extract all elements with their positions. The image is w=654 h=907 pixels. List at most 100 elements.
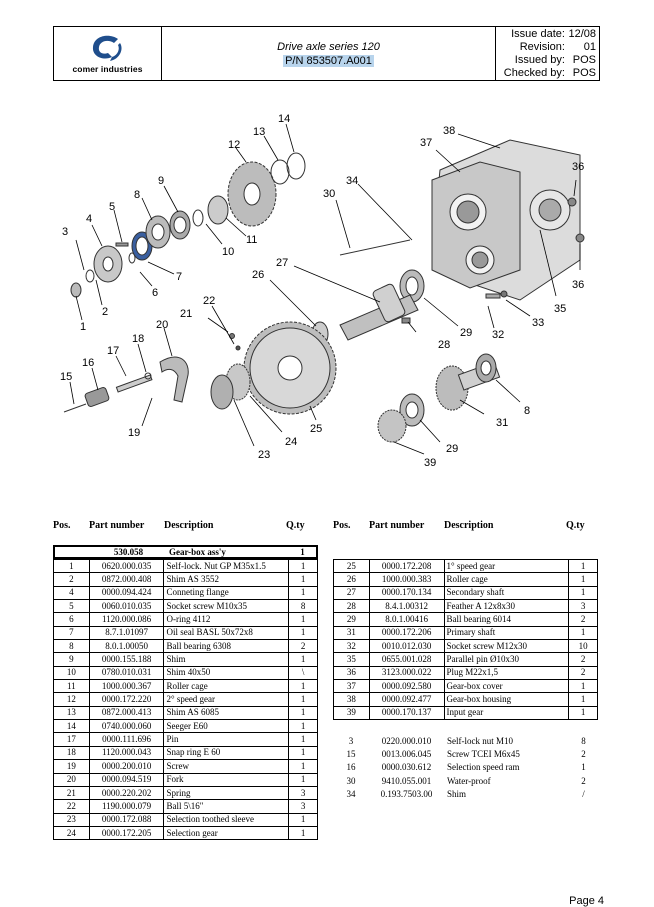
row-description: Spring bbox=[163, 785, 290, 801]
row-qty: 1 bbox=[288, 812, 318, 827]
row-part-number: 3123.000.022 bbox=[368, 665, 445, 681]
callout-16: 16 bbox=[82, 357, 94, 369]
row-pos: 16 bbox=[346, 762, 356, 773]
row-part-number: 8.4.1.00312 bbox=[368, 599, 445, 614]
assembly-row: 530.058 Gear-box ass'y 1 bbox=[53, 545, 318, 559]
col-desc-right: Description bbox=[444, 520, 494, 531]
row-description: Seeger E60 bbox=[163, 719, 290, 734]
row-part-number: 0000.172.206 bbox=[368, 625, 445, 641]
row-part-number: 1120.000.086 bbox=[88, 612, 165, 627]
callout-34: 34 bbox=[346, 175, 358, 187]
row-description: Parallel pin Ø10x30 bbox=[443, 652, 570, 667]
callout-31: 31 bbox=[496, 417, 508, 429]
issue-date-value: 12/08 bbox=[568, 27, 596, 40]
row-description: Water-proof bbox=[447, 775, 491, 786]
issued-by-label: Issued by: bbox=[514, 53, 565, 66]
row-description: Roller cage bbox=[163, 679, 290, 694]
callout-22: 22 bbox=[203, 295, 215, 307]
row-pos: 25 bbox=[333, 558, 370, 574]
row-pos: 8 bbox=[53, 639, 90, 654]
row-part-number: 0000.172.220 bbox=[88, 692, 165, 707]
row-description: Shim bbox=[447, 789, 467, 800]
callout-12: 12 bbox=[228, 139, 240, 151]
row-part-number: 0872.000.413 bbox=[88, 705, 165, 721]
row-description: Selection gear bbox=[163, 825, 290, 841]
col-pn-right: Part number bbox=[369, 520, 425, 531]
callout-28: 28 bbox=[438, 339, 450, 351]
assembly-part-number: 530.058 bbox=[113, 547, 144, 557]
col-desc-left: Description bbox=[164, 520, 214, 531]
row-part-number: 0000.111.696 bbox=[88, 732, 165, 747]
document-header: comer industries Drive axle series 120 P… bbox=[53, 26, 600, 81]
col-qty-left: Q.ty bbox=[286, 520, 305, 531]
callout-8b: 8 bbox=[524, 405, 530, 417]
row-qty: 1 bbox=[568, 572, 598, 587]
row-part-number: 1120.000.043 bbox=[88, 745, 165, 761]
row-pos: 22 bbox=[53, 799, 90, 814]
row-qty: 8 bbox=[288, 599, 318, 614]
row-pos: 23 bbox=[53, 812, 90, 827]
issue-date-row: Issue date: 12/08 bbox=[496, 28, 596, 41]
row-part-number: 0000.170.137 bbox=[368, 705, 445, 721]
callout-6: 6 bbox=[152, 287, 158, 299]
row-part-number: 0000.094.519 bbox=[88, 772, 165, 787]
row-qty: 1 bbox=[568, 558, 598, 574]
callout-25: 25 bbox=[310, 423, 322, 435]
callout-4: 4 bbox=[86, 213, 92, 225]
row-pos: 32 bbox=[333, 639, 370, 654]
row-description: Fork bbox=[163, 772, 290, 787]
row-description: Self-lock nut M10 bbox=[447, 735, 513, 746]
row-pos: 27 bbox=[333, 585, 370, 601]
row-description: Feather A 12x8x30 bbox=[443, 599, 570, 614]
row-pos: 12 bbox=[53, 692, 90, 707]
callout-2: 2 bbox=[102, 306, 108, 318]
row-part-number: 9410.055.001 bbox=[381, 775, 432, 786]
row-part-number: 0000.155.188 bbox=[88, 652, 165, 667]
callout-26: 26 bbox=[252, 269, 264, 281]
row-pos: 35 bbox=[333, 652, 370, 667]
row-pos: 38 bbox=[333, 692, 370, 707]
document-title: Drive axle series 120 bbox=[277, 40, 380, 53]
row-description: Ball bearing 6308 bbox=[163, 639, 290, 654]
callout-3: 3 bbox=[62, 226, 68, 238]
row-part-number: 0000.092.580 bbox=[368, 679, 445, 694]
row-part-number: 0655.001.028 bbox=[368, 652, 445, 667]
callout-29a: 29 bbox=[460, 327, 472, 339]
callout-17: 17 bbox=[107, 345, 119, 357]
row-qty: \ bbox=[288, 665, 318, 681]
checked-by-value: POS bbox=[572, 66, 596, 79]
row-part-number: 1000.000.383 bbox=[368, 572, 445, 587]
row-qty: 1 bbox=[568, 585, 598, 601]
row-qty: 1 bbox=[288, 652, 318, 667]
callout-13: 13 bbox=[253, 126, 265, 138]
row-pos: 18 bbox=[53, 745, 90, 761]
callout-33: 33 bbox=[532, 317, 544, 329]
row-qty: 1 bbox=[288, 825, 318, 841]
row-part-number: 0000.220.202 bbox=[88, 785, 165, 801]
row-description: Shim AS 3552 bbox=[163, 572, 290, 587]
row-pos: 5 bbox=[53, 599, 90, 614]
row-description: Screw TCEI M6x45 bbox=[447, 749, 520, 760]
assembly-description: Gear-box ass'y bbox=[169, 547, 226, 557]
row-qty: 2 bbox=[568, 665, 598, 681]
callout-10: 10 bbox=[222, 246, 234, 258]
row-part-number: 0.193.7503.00 bbox=[380, 789, 433, 800]
row-description: Socket screw M10x35 bbox=[163, 599, 290, 614]
row-pos: 13 bbox=[53, 705, 90, 721]
row-description: 1° speed gear bbox=[443, 558, 570, 574]
callout-23: 23 bbox=[258, 449, 270, 461]
